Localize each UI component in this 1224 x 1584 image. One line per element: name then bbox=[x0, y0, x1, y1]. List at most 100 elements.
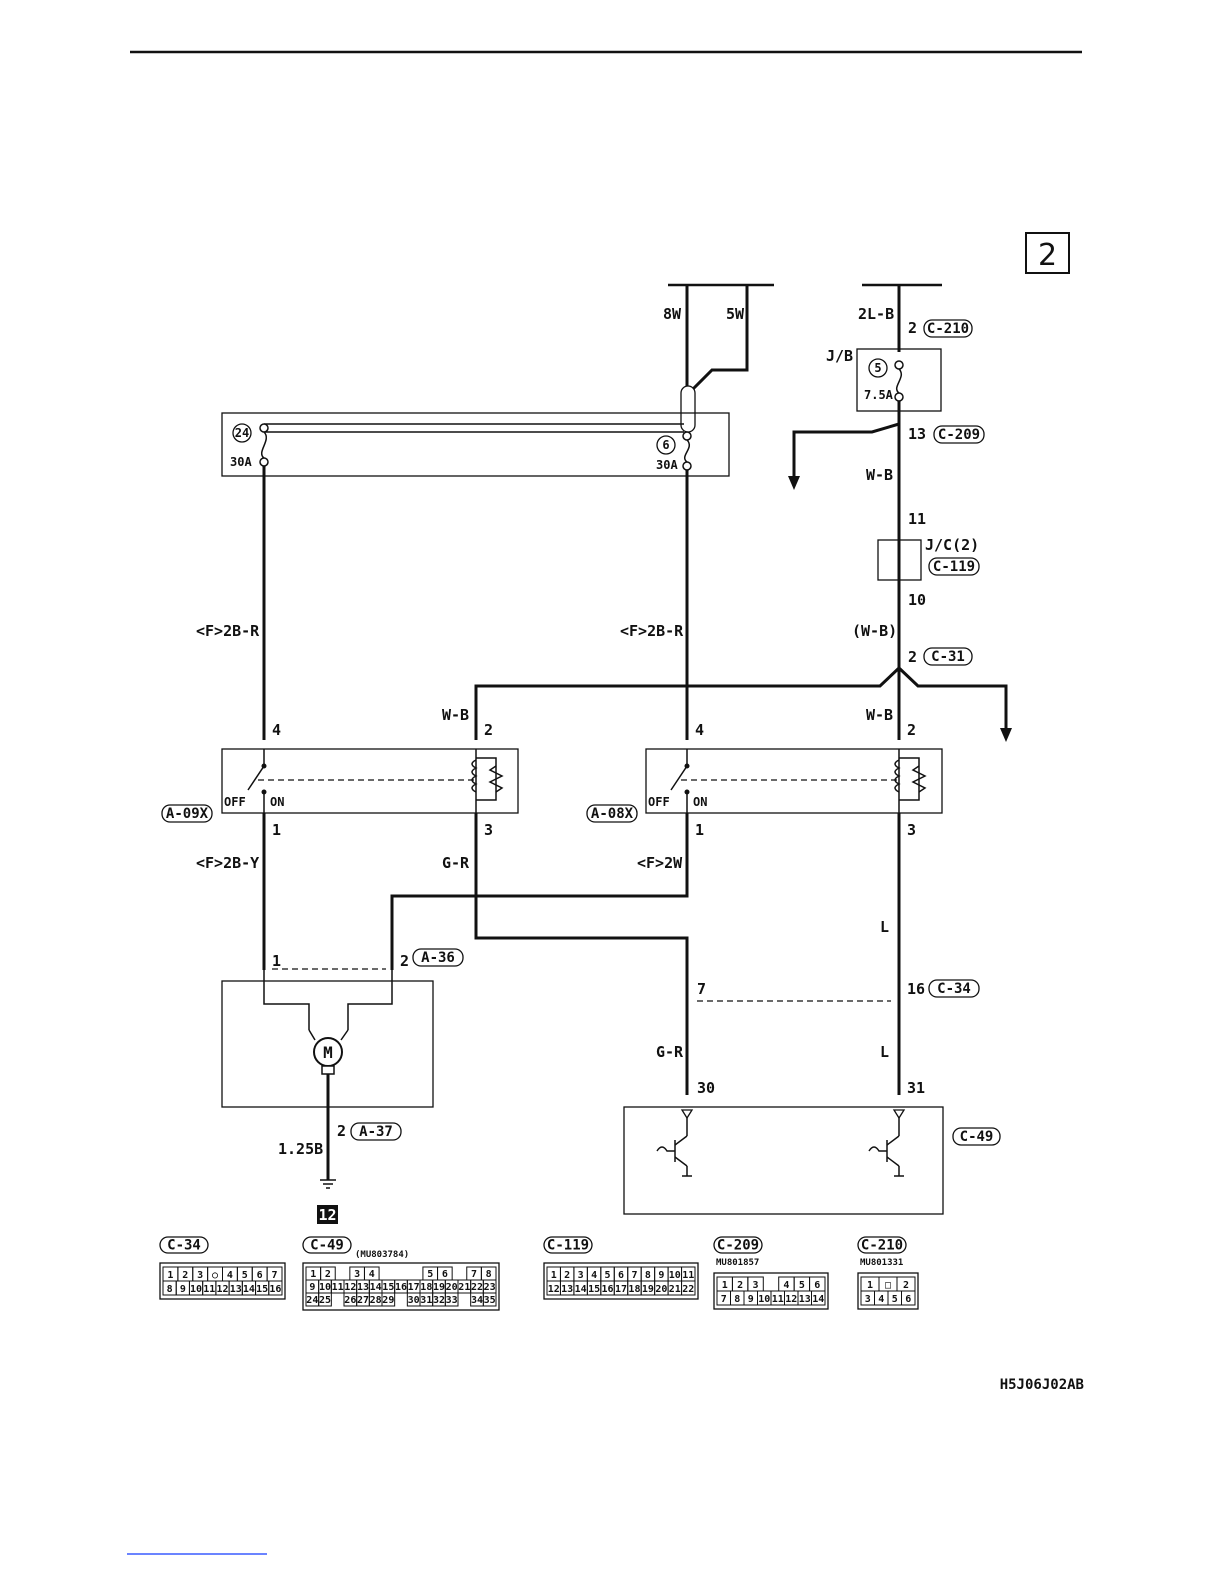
connector-tag-a09x: A-09X bbox=[161, 804, 213, 823]
connector-pin-number: 9 bbox=[658, 1270, 664, 1281]
connector-pin-number: 34 bbox=[471, 1295, 483, 1306]
svg-text:M: M bbox=[323, 1043, 333, 1062]
relay-a09x: OFF ON bbox=[221, 748, 519, 814]
connector-pin-number: 10 bbox=[758, 1294, 770, 1305]
connector-pin-number: 5 bbox=[427, 1269, 433, 1280]
connector-pin-number: 17 bbox=[615, 1284, 627, 1295]
connector-cell bbox=[268, 1280, 283, 1296]
transistor-left bbox=[656, 1109, 694, 1177]
jc-in-pin: 11 bbox=[908, 510, 926, 528]
connector-pin-number: 5 bbox=[892, 1294, 898, 1305]
connector-pin-number: 1 bbox=[551, 1270, 557, 1281]
connector-pin-number: 23 bbox=[484, 1282, 496, 1293]
connector-face-label: C-209 bbox=[717, 1238, 759, 1254]
wire-label-8w: 8W bbox=[663, 305, 682, 323]
svg-text:C-34: C-34 bbox=[937, 981, 971, 997]
svg-text:C-119: C-119 bbox=[933, 559, 975, 575]
connector-pin-number: 14 bbox=[370, 1282, 382, 1293]
connector-pin-number: ○ bbox=[212, 1270, 218, 1281]
connector-pin-number: 29 bbox=[382, 1295, 394, 1306]
connector-pin-number: 27 bbox=[357, 1295, 369, 1306]
relay-a08x-on: ON bbox=[693, 795, 707, 809]
connector-tag-c119: C-119 bbox=[928, 557, 980, 576]
connector-pin-number: 13 bbox=[357, 1282, 369, 1293]
page-number-box: 2 bbox=[1025, 232, 1070, 274]
connector-cell bbox=[381, 1292, 396, 1307]
connector-pin-number: 12 bbox=[785, 1294, 797, 1305]
connector-pin-number: 15 bbox=[382, 1282, 394, 1293]
relay-a08x-pin2: 2 bbox=[907, 721, 916, 739]
ecu-pin-31: 31 bbox=[907, 1079, 925, 1097]
ground-number: 12 bbox=[318, 1206, 336, 1224]
connector-pin-number: 25 bbox=[319, 1295, 331, 1306]
connector-pin-number: 4 bbox=[783, 1280, 789, 1291]
connector-tag-c34: C-34 bbox=[928, 979, 980, 998]
connector-pin-number: 8 bbox=[167, 1284, 173, 1295]
connector-pin-number: 10 bbox=[190, 1284, 202, 1295]
connector-pin-number: 7 bbox=[471, 1269, 477, 1280]
connector-pin-number: 11 bbox=[682, 1270, 694, 1281]
connector-pin-number: 20 bbox=[655, 1284, 667, 1295]
connector-pin-number: 15 bbox=[588, 1284, 600, 1295]
connector-face-label: C-34 bbox=[167, 1238, 201, 1254]
relay-a08x: OFF ON bbox=[645, 748, 943, 814]
connector-pin-number: 14 bbox=[575, 1284, 587, 1295]
connector-pin-number: 6 bbox=[257, 1270, 263, 1281]
connector-pin-number: 3 bbox=[197, 1270, 203, 1281]
jb-out-pin: 13 bbox=[908, 425, 926, 443]
svg-text:A-37: A-37 bbox=[359, 1124, 393, 1140]
splice-pin: 2 bbox=[908, 648, 917, 666]
svg-text:C-49: C-49 bbox=[960, 1129, 994, 1145]
wire-label-out-left: <F>2B-Y bbox=[196, 854, 259, 872]
wire-label-2lb: 2L-B bbox=[858, 305, 894, 323]
connector-pin-number: 9 bbox=[180, 1284, 186, 1295]
fuse-6: 6 30A bbox=[656, 431, 692, 472]
connector-pin-number: 35 bbox=[484, 1295, 496, 1306]
connector-pin-number: 10 bbox=[669, 1270, 681, 1281]
connector-pin-number: 2 bbox=[903, 1280, 909, 1291]
connector-pin-number: 1 bbox=[867, 1280, 873, 1291]
connector-pin-number: 13 bbox=[230, 1284, 242, 1295]
fuse-6-number: 6 bbox=[662, 438, 669, 452]
transistor-right bbox=[868, 1109, 906, 1177]
connector-pin-number: 9 bbox=[309, 1282, 315, 1293]
motor-symbol: M bbox=[308, 1029, 349, 1075]
connector-pin-number: 32 bbox=[433, 1295, 445, 1306]
wire-2w bbox=[390, 813, 689, 970]
wire-label-5w: 5W bbox=[726, 305, 745, 323]
c34-pin-7: 7 bbox=[697, 980, 706, 998]
connector-pin-number: 7 bbox=[631, 1270, 637, 1281]
connector-pin-number: □ bbox=[885, 1280, 891, 1291]
connector-pin-number: 33 bbox=[446, 1295, 458, 1306]
connector-cell bbox=[444, 1292, 459, 1307]
svg-text:C-210: C-210 bbox=[927, 321, 969, 337]
page-number: 2 bbox=[1038, 238, 1057, 273]
connector-pin-number: 9 bbox=[748, 1294, 754, 1305]
connector-part-number: (MU803784) bbox=[355, 1250, 409, 1260]
connector-pin-number: 16 bbox=[269, 1284, 281, 1295]
connector-pin-number: 12 bbox=[216, 1284, 228, 1295]
connector-part-number: MU801331 bbox=[860, 1258, 903, 1268]
fuse-24-rating: 30A bbox=[230, 455, 252, 469]
wire-label-coil-right: L bbox=[880, 918, 889, 936]
connector-tag-a36: A-36 bbox=[412, 948, 464, 967]
connector-face-label: C-210 bbox=[861, 1238, 903, 1254]
connector-pin-number: 22 bbox=[682, 1284, 694, 1295]
connector-cell bbox=[681, 1280, 696, 1296]
connector-pin-number: 14 bbox=[812, 1294, 824, 1305]
connector-pin-number: 6 bbox=[618, 1270, 624, 1281]
connector-pin-number: 26 bbox=[344, 1295, 356, 1306]
connector-pin-number: 5 bbox=[799, 1280, 805, 1291]
jc-out-pin: 10 bbox=[908, 591, 926, 609]
connector-pin-number: 2 bbox=[182, 1270, 188, 1281]
relay-a09x-pin1: 1 bbox=[272, 821, 281, 839]
ecu-pin-30: 30 bbox=[697, 1079, 715, 1097]
connector-pin-number: 4 bbox=[878, 1294, 884, 1305]
wire-gr bbox=[474, 813, 689, 1095]
connector-pin-number: 11 bbox=[203, 1284, 215, 1295]
